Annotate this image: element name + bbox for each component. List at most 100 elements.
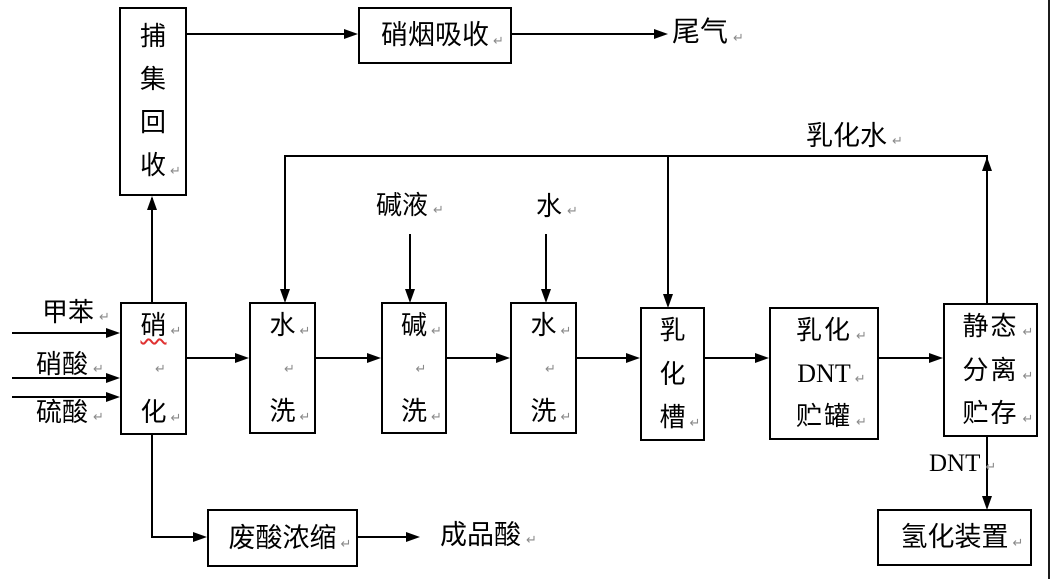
arrowhead-into-finished-acid (406, 532, 420, 542)
arrowhead-sulfuric-acid-into-nitration (106, 392, 120, 402)
paragraph-mark-icon: ↵ (567, 204, 578, 219)
label-finished-acid: 成品酸↵ (440, 520, 537, 550)
line-nitration-down (151, 435, 153, 538)
label-water: 水↵ (536, 192, 578, 221)
box-capture-recovery-line4: 收↵ (139, 151, 181, 180)
box-nitration-top-char: 硝↵ (140, 311, 182, 340)
box-alkali-wash-mid-mark: ↵ (383, 363, 445, 376)
box-water-wash-1: 水↵ ↵ 洗↵ (249, 302, 316, 434)
box-emulsified-dnt-tank: 乳化↵ DNT↵ 贮罐↵ (769, 307, 879, 440)
box-emulsification-tank-line3: 槽↵ (659, 403, 701, 432)
box-water-wash-1-top-char: 水↵ (269, 311, 311, 340)
paragraph-mark-icon: ↵ (1012, 536, 1024, 551)
arrowhead-into-emulsification-tank (626, 353, 640, 363)
box-static-separation-line3: 贮存↵ (962, 399, 1036, 428)
line-water-wash-2-to-emulsification-tank (577, 357, 628, 359)
paragraph-mark-icon: ↵ (415, 361, 427, 377)
box-water-wash-2-bottom-char: 洗↵ (530, 397, 572, 426)
arrowhead-into-emulsification-tank-top (663, 294, 673, 308)
paragraph-mark-icon: ↵ (170, 164, 181, 179)
box-emulsified-dnt-tank-line2: DNT↵ (797, 359, 866, 388)
paragraph-mark-icon: ↵ (545, 361, 556, 377)
paragraph-mark-icon: ↵ (284, 361, 295, 377)
paragraph-mark-icon: ↵ (433, 203, 444, 218)
box-nitration-bottom-char: 化↵ (140, 398, 182, 427)
box-fume-absorption: 硝烟吸收↵ (358, 7, 512, 64)
line-absorption-to-tailgas (512, 33, 656, 35)
box-water-wash-2-top-char: 水↵ (530, 311, 572, 340)
label-toluene: 甲苯↵ (42, 298, 110, 327)
box-alkali-wash: 碱↵ ↵ 洗↵ (381, 302, 447, 434)
box-nitration-mid-mark: ↵ (122, 363, 185, 376)
box-alkali-wash-bottom-char: 洗↵ (400, 397, 442, 426)
line-recycle-to-emulsification-tank (667, 155, 669, 295)
arrowhead-into-tailgas (654, 29, 668, 39)
box-static-separation-line2: 分离↵ (962, 355, 1036, 385)
line-emulsification-tank-to-dnt-tank (705, 357, 757, 359)
arrowhead-into-hydrogenation-unit (982, 496, 992, 510)
box-emulsification-tank-line1: 乳 (659, 316, 686, 345)
box-static-separation-line1: 静态↵ (962, 312, 1036, 341)
box-nitration: 硝↵ ↵ 化↵ (120, 302, 187, 435)
box-emulsification-tank: 乳 化 槽↵ (640, 307, 705, 441)
line-nitration-to-water-wash-1 (187, 357, 237, 359)
box-hydrogenation-unit-label: 氢化装置↵ (900, 522, 1024, 552)
box-water-wash-2: 水↵ ↵ 洗↵ (510, 302, 577, 434)
paragraph-mark-icon: ↵ (560, 324, 572, 339)
box-capture-recovery-line2: 集 (139, 65, 166, 94)
line-capture-to-absorption (187, 33, 346, 35)
line-emulsion-water-recycle (285, 155, 988, 157)
paragraph-mark-icon: ↵ (299, 410, 311, 425)
box-fume-absorption-label: 硝烟吸收↵ (381, 20, 504, 50)
line-nitration-to-waste-acid (151, 536, 195, 538)
label-alkali-liquid: 碱液↵ (376, 191, 444, 220)
arrowhead-into-recycle-line (982, 157, 992, 171)
box-emulsification-tank-line2: 化 (659, 359, 686, 389)
paragraph-mark-icon: ↵ (854, 372, 866, 387)
line-water-feed (545, 234, 547, 291)
paragraph-mark-icon: ↵ (526, 533, 537, 548)
arrowhead-nitric-acid-into-nitration (106, 373, 120, 383)
paragraph-mark-icon: ↵ (892, 134, 903, 149)
paragraph-mark-icon: ↵ (99, 310, 110, 325)
paragraph-mark-icon: ↵ (299, 324, 311, 339)
paragraph-mark-icon: ↵ (170, 411, 182, 426)
paragraph-mark-icon: ↵ (493, 34, 504, 49)
arrowhead-into-fume-absorption (344, 29, 358, 39)
arrowhead-into-water-wash-2 (496, 353, 510, 363)
arrowhead-into-alkali-wash (367, 353, 381, 363)
label-nitric-acid: 硝酸↵ (36, 350, 104, 379)
box-water-wash-2-mid-mark: ↵ (512, 363, 575, 376)
line-sulfuric-acid-feed (12, 396, 108, 398)
paragraph-mark-icon: ↵ (170, 324, 182, 339)
box-waste-acid-concentration: 废酸浓缩↵ (207, 509, 358, 567)
label-tail-gas: 尾气↵ (672, 17, 744, 48)
line-waste-acid-to-finished-acid (358, 536, 408, 538)
label-dnt: DNT↵ (929, 450, 997, 477)
line-water-wash-1-to-alkali-wash (316, 357, 369, 359)
paragraph-mark-icon: ↵ (93, 362, 104, 377)
arrowhead-water-into-water-wash-2 (541, 289, 551, 303)
paragraph-mark-icon: ↵ (1022, 325, 1036, 340)
box-emulsified-dnt-tank-line3: 贮罐↵ (795, 402, 869, 431)
paragraph-mark-icon: ↵ (560, 410, 572, 425)
label-sulfuric-acid: 硫酸↵ (36, 398, 104, 427)
line-nitration-to-capture (151, 198, 153, 302)
box-hydrogenation-unit: 氢化装置↵ (877, 509, 1032, 566)
paragraph-mark-icon: ↵ (93, 410, 104, 425)
image-right-border (1048, 0, 1050, 579)
paragraph-mark-icon: ↵ (155, 362, 166, 377)
box-capture-recovery-line3: 回 (139, 108, 166, 137)
paragraph-mark-icon: ↵ (340, 536, 352, 552)
line-static-separation-to-recycle (986, 157, 988, 303)
arrowhead-toluene-into-nitration (106, 328, 120, 338)
paragraph-mark-icon: ↵ (733, 31, 744, 46)
arrowhead-into-capture-recovery (147, 196, 157, 210)
line-alkali-liquid-feed (409, 234, 411, 291)
arrowhead-into-waste-acid-concentration (193, 532, 207, 542)
box-water-wash-1-mid-mark: ↵ (251, 363, 314, 376)
arrowhead-into-dnt-tank (755, 353, 769, 363)
arrowhead-into-water-wash-1 (235, 353, 249, 363)
box-capture-recovery-line1: 捕 (139, 22, 166, 51)
